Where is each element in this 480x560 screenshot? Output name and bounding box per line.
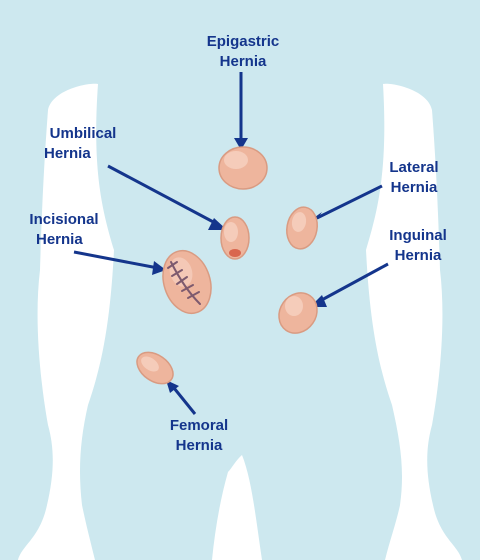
- label-femoral-line2: Hernia: [175, 437, 223, 454]
- label-epigastric-line2: Hernia: [219, 53, 267, 70]
- label-lateral-line1: Lateral: [389, 159, 439, 176]
- hernia-umbilical: [220, 216, 250, 260]
- label-inguinal-line1: Inguinal: [389, 227, 447, 244]
- label-umbilical-line1: Umbilical: [49, 125, 117, 142]
- label-incisional-line2: Hernia: [36, 231, 83, 248]
- navel: [229, 249, 241, 257]
- hernia-incisional: [162, 249, 212, 315]
- label-lateral: Lateral Hernia: [374, 158, 454, 198]
- label-umbilical: Umbilical Hernia: [34, 124, 132, 164]
- incisional-arrow-line: [73, 250, 159, 270]
- umbilical-arrow-line: [107, 164, 220, 227]
- femoral-arrow-line: [172, 387, 197, 415]
- label-inguinal: Inguinal Hernia: [376, 226, 460, 266]
- inguinal-arrow-line: [317, 262, 389, 304]
- label-lateral-line2: Hernia: [390, 179, 438, 196]
- hernia-inguinal: [278, 292, 318, 334]
- arrows: [73, 72, 389, 415]
- epigastric-arrowhead: [234, 138, 248, 150]
- incisional-arrowhead: [152, 261, 166, 275]
- label-femoral: Femoral Hernia: [154, 416, 244, 456]
- surgical-scar: [167, 261, 201, 305]
- lateral-arrow-line: [316, 184, 383, 220]
- label-epigastric-line1: Epigastric: [206, 33, 280, 50]
- label-umbilical-line2: Hernia: [44, 145, 91, 162]
- label-epigastric: Epigastric Hernia: [186, 32, 300, 72]
- hernia-epigastric: [218, 146, 268, 190]
- hernia-lateral: [286, 206, 318, 250]
- femoral-arrowhead: [166, 380, 179, 393]
- label-femoral-line1: Femoral: [169, 417, 229, 434]
- label-incisional: Incisional Hernia: [16, 210, 112, 250]
- hernia-femoral: [136, 351, 174, 385]
- label-incisional-line1: Incisional: [29, 211, 99, 228]
- label-inguinal-line2: Hernia: [394, 247, 442, 264]
